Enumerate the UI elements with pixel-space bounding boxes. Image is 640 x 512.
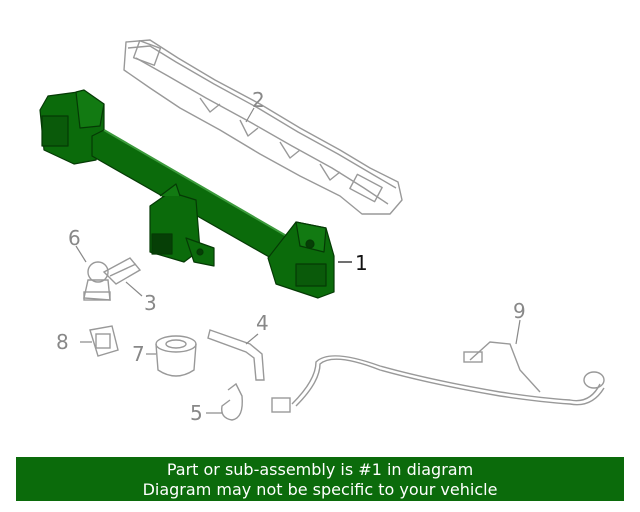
- tow-ball-part[interactable]: [83, 261, 111, 301]
- bracket-strap-part[interactable]: [207, 329, 265, 381]
- info-banner: Part or sub-assembly is #1 in diagram Di…: [16, 457, 624, 501]
- banner-line-disclaimer: Diagram may not be specific to your vehi…: [142, 480, 498, 499]
- banner-line-part-number: Part or sub-assembly is #1 in diagram: [166, 460, 474, 479]
- callout-9: 9: [513, 299, 526, 323]
- parts-diagram: 1 2 3 4 5 6 7 8 9: [39, 39, 605, 425]
- callout-1: 1: [355, 251, 368, 275]
- callout-2: 2: [252, 88, 265, 112]
- trailer-hitch-part[interactable]: [39, 89, 335, 299]
- callout-7: 7: [132, 342, 145, 366]
- hook-clip-part[interactable]: [221, 382, 243, 421]
- wiring-harness-part[interactable]: [271, 341, 605, 413]
- hitch-clip-part[interactable]: [102, 257, 142, 285]
- plug-cap-part[interactable]: [89, 325, 119, 357]
- leader-lines: [75, 107, 521, 414]
- callout-6: 6: [68, 226, 81, 250]
- callout-3: 3: [144, 291, 157, 315]
- callout-5: 5: [190, 401, 203, 425]
- callout-8: 8: [56, 330, 69, 354]
- bumper-beam-part[interactable]: [123, 39, 403, 215]
- callout-4: 4: [256, 311, 269, 335]
- socket-cover-part[interactable]: [155, 335, 197, 377]
